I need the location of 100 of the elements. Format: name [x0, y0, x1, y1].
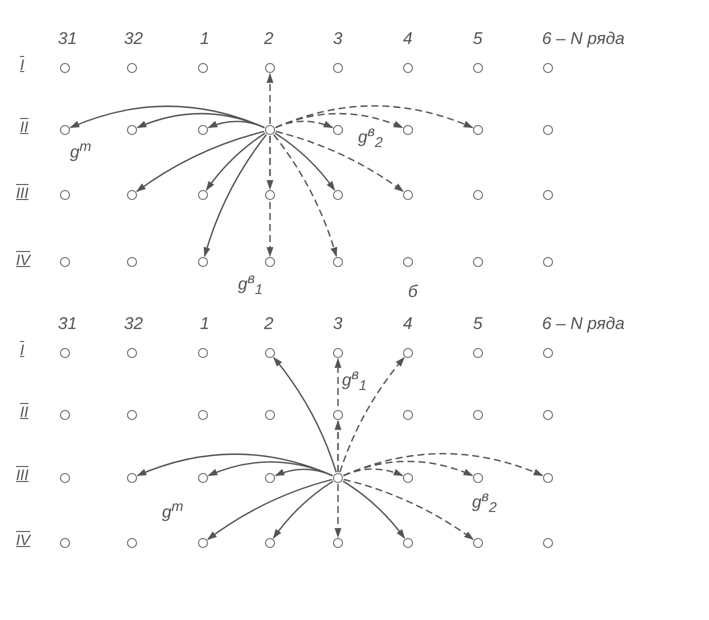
- row-numeral: I: [20, 343, 24, 358]
- small-circle: [403, 190, 413, 200]
- arrow: [334, 484, 342, 538]
- small-circle: [127, 257, 137, 267]
- small-circle: [333, 125, 343, 135]
- column-number: 31: [58, 315, 77, 332]
- small-circle: [127, 63, 137, 73]
- small-circle: [333, 410, 343, 420]
- small-circle: [543, 125, 553, 135]
- small-circle: [127, 473, 137, 483]
- small-circle: [127, 348, 137, 358]
- arrow: [334, 420, 342, 472]
- arrow: [339, 356, 405, 473]
- small-circle: [473, 473, 483, 483]
- column-number: 32: [124, 30, 143, 47]
- arrow: [342, 480, 406, 539]
- small-circle: [403, 410, 413, 420]
- small-circle: [127, 410, 137, 420]
- small-circle: [403, 257, 413, 267]
- arrow: [266, 136, 274, 257]
- arrow: [274, 132, 336, 191]
- arrow: [208, 461, 333, 476]
- small-circle: [473, 125, 483, 135]
- arrow: [276, 130, 404, 192]
- small-circle: [127, 125, 137, 135]
- row-numeral: I: [20, 58, 24, 73]
- small-circle: [60, 538, 70, 548]
- column-number: 2: [264, 30, 274, 47]
- small-circle: [543, 348, 553, 358]
- small-circle: [60, 473, 70, 483]
- small-circle: [265, 257, 275, 267]
- small-circle: [333, 190, 343, 200]
- small-circle: [198, 410, 208, 420]
- arrow: [344, 478, 474, 540]
- row-numeral: II: [20, 405, 28, 420]
- column-number: 4: [403, 315, 412, 332]
- row-numeral: IV: [16, 533, 30, 548]
- small-circle: [198, 190, 208, 200]
- symbol-label: g$^{т}$: [70, 140, 92, 161]
- small-circle: [333, 348, 343, 358]
- column-number: 6 – N ряда: [542, 30, 625, 47]
- small-circle: [198, 63, 208, 73]
- small-circle: [60, 125, 70, 135]
- column-number: 1: [200, 315, 210, 332]
- row-numeral: III: [16, 468, 29, 483]
- small-circle: [473, 538, 483, 548]
- small-circle: [265, 190, 275, 200]
- small-circle: [198, 348, 208, 358]
- small-circle: [543, 410, 553, 420]
- small-circle: [265, 125, 275, 135]
- small-circle: [127, 538, 137, 548]
- column-number: 3: [333, 30, 342, 47]
- small-circle: [60, 190, 70, 200]
- arrow: [266, 73, 274, 124]
- small-circle: [265, 538, 275, 548]
- row-numeral: II: [20, 120, 28, 135]
- small-circle: [403, 348, 413, 358]
- small-circle: [543, 63, 553, 73]
- column-number: 32: [124, 315, 143, 332]
- small-circle: [473, 348, 483, 358]
- small-circle: [543, 257, 553, 267]
- small-circle: [198, 538, 208, 548]
- small-circle: [60, 257, 70, 267]
- small-circle: [265, 473, 275, 483]
- small-circle: [265, 348, 275, 358]
- small-circle: [473, 190, 483, 200]
- arrow: [273, 356, 337, 472]
- small-circle: [543, 473, 553, 483]
- small-circle: [403, 473, 413, 483]
- small-circle: [473, 63, 483, 73]
- arrow: [136, 130, 264, 192]
- column-number: 2: [264, 315, 274, 332]
- arrow: [206, 132, 266, 191]
- arrow: [204, 134, 267, 258]
- small-circle: [60, 63, 70, 73]
- column-number: 4: [403, 30, 412, 47]
- arrow: [272, 480, 334, 539]
- small-circle: [333, 538, 343, 548]
- row-numeral: IV: [16, 253, 30, 268]
- small-circle: [265, 410, 275, 420]
- arrow: [274, 468, 333, 476]
- row-numeral: III: [16, 186, 29, 201]
- small-circle: [198, 125, 208, 135]
- small-circle: [543, 538, 553, 548]
- small-circle: [403, 63, 413, 73]
- small-circle: [403, 538, 413, 548]
- column-number: 1: [200, 30, 210, 47]
- symbol-label: g$^{т}$: [162, 500, 184, 521]
- arrow: [208, 120, 265, 128]
- column-number: 5: [473, 315, 482, 332]
- small-circle: [333, 473, 343, 483]
- arrow: [273, 134, 338, 258]
- small-circle: [198, 473, 208, 483]
- panel-letter: б: [408, 283, 418, 300]
- column-number: 6 – N ряда: [542, 315, 625, 332]
- column-number: 5: [473, 30, 482, 47]
- small-circle: [127, 190, 137, 200]
- arrow: [275, 105, 474, 128]
- small-circle: [473, 410, 483, 420]
- small-circle: [543, 190, 553, 200]
